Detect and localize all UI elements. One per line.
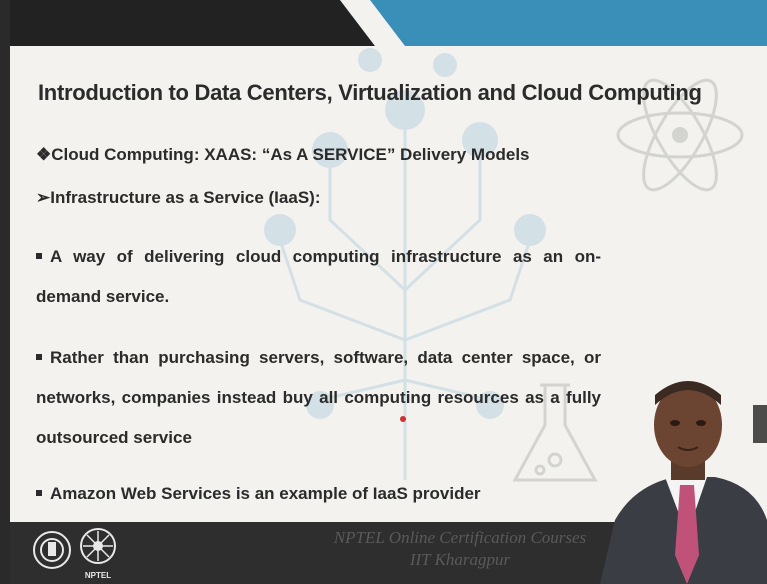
bullet-marker <box>36 489 42 496</box>
slide: Introduction to Data Centers, Virtualiza… <box>10 0 767 584</box>
bullet-text: A way of delivering cloud computing infr… <box>36 247 601 306</box>
section-heading: ❖Cloud Computing: XAAS: “As A SERVICE” D… <box>36 145 530 164</box>
nptel-emblem-icon <box>80 528 116 564</box>
iit-kharagpur-logo <box>33 531 71 569</box>
atom-icon <box>616 78 744 192</box>
bullet-item: Rather than purchasing servers, software… <box>36 338 601 458</box>
footer-institute: IIT Kharagpur <box>409 550 511 569</box>
bullet-text: Rather than purchasing servers, software… <box>36 348 601 447</box>
slide-title: Introduction to Data Centers, Virtualiza… <box>38 80 702 105</box>
speaker-video <box>600 381 767 584</box>
bullet-text: Amazon Web Services is an example of Iaa… <box>50 484 481 503</box>
bullet-item: Amazon Web Services is an example of Iaa… <box>36 474 601 514</box>
footer-course-name: NPTEL Online Certification Courses <box>333 528 587 547</box>
flask-icon <box>512 383 598 482</box>
laser-pointer-dot <box>400 416 406 422</box>
footer-caption: NPTEL Online Certification Courses IIT K… <box>310 527 610 571</box>
nptel-logo-label: NPTEL <box>84 571 112 580</box>
nptel-logo: NPTEL <box>78 526 118 582</box>
bullet-marker <box>36 252 42 259</box>
technology-tree-watermark <box>264 48 546 480</box>
bullet-item: A way of delivering cloud computing infr… <box>36 237 601 317</box>
slide-header-band <box>10 0 767 46</box>
side-tab <box>753 405 767 443</box>
bullet-marker <box>36 353 42 360</box>
subsection-heading: ➢Infrastructure as a Service (IaaS): <box>36 188 321 207</box>
